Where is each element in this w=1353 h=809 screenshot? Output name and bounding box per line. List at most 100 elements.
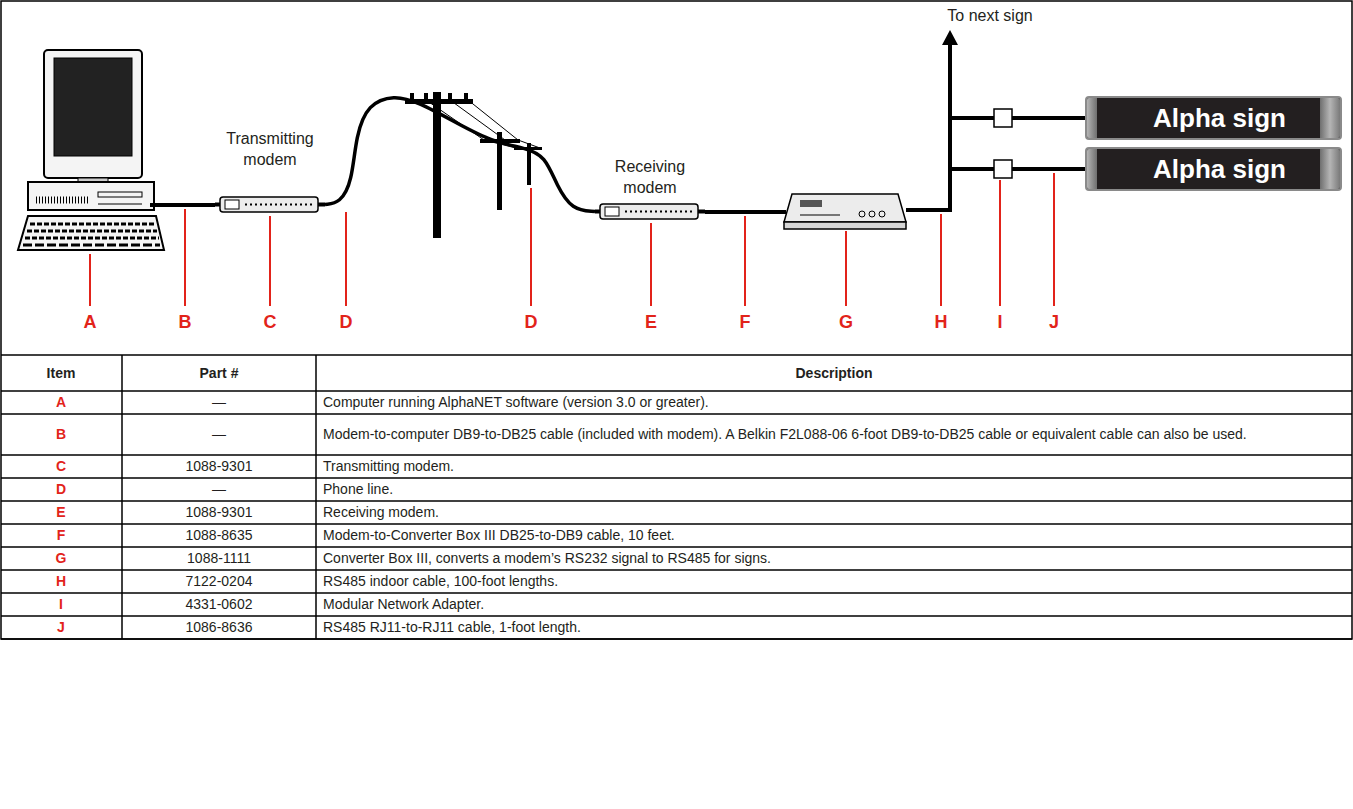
callout-letter: B — [179, 312, 192, 332]
part-number: 1088-9301 — [129, 503, 309, 522]
part-number: 7122-0204 — [129, 572, 309, 591]
modem-panel — [605, 207, 619, 216]
table-header: Part # — [129, 364, 309, 383]
leader-line — [345, 212, 347, 306]
leader-line — [940, 214, 942, 306]
device-label: Receiving modem — [595, 156, 705, 198]
arrow-head — [942, 30, 958, 45]
table-rule — [1, 454, 1352, 456]
network-adapter — [994, 160, 1012, 178]
leader-line — [744, 216, 746, 306]
table-item: D — [7, 480, 115, 499]
leader-line — [845, 231, 847, 306]
table-rule — [1, 390, 1352, 392]
table-description: Modem-to-computer DB9-to-DB25 cable (inc… — [323, 425, 1345, 444]
table-item: F — [7, 526, 115, 545]
leader-line — [269, 216, 271, 306]
table-description: Modular Network Adapter. — [323, 595, 1345, 614]
converter-front — [784, 222, 906, 229]
table-item: A — [7, 393, 115, 412]
sign-box: Alpha sign — [1085, 147, 1342, 191]
table-description: Computer running AlphaNET software (vers… — [323, 393, 1345, 412]
callout-letter: E — [645, 312, 657, 332]
table-rule — [121, 355, 123, 639]
sign-end-cap — [1320, 98, 1340, 138]
bus-wire — [948, 42, 952, 212]
monitor-screen — [54, 58, 132, 156]
phone-line — [325, 98, 595, 212]
outer-frame — [1, 1, 1352, 639]
modem-illustration — [215, 196, 325, 213]
table-rule — [1, 523, 1352, 525]
table-description: Converter Box III, converts a modem’s RS… — [323, 549, 1345, 568]
callout-letter: D — [525, 312, 538, 332]
sign-message: Alpha sign — [1153, 98, 1286, 138]
case-detail — [98, 204, 142, 205]
part-number: 1088-9301 — [129, 457, 309, 476]
leader-lines — [90, 173, 1054, 306]
leader-line — [1053, 173, 1055, 306]
modem-body — [600, 204, 698, 219]
converter-top — [784, 194, 906, 222]
leader-line — [89, 254, 91, 306]
leader-line — [184, 209, 186, 306]
table-description: Phone line. — [323, 480, 1345, 499]
converter-detail — [800, 215, 840, 216]
modem-lights — [625, 211, 692, 213]
converter-logo — [800, 200, 822, 207]
converter-led — [859, 211, 865, 217]
callout-letter: J — [1049, 312, 1059, 332]
table-description: Transmitting modem. — [323, 457, 1345, 476]
sign-cable — [1012, 116, 1086, 120]
sign-end-cap — [1320, 149, 1340, 189]
device-label: Transmitting modem — [215, 128, 325, 170]
table-description: Receiving modem. — [323, 503, 1345, 522]
converter-led — [879, 211, 885, 217]
modem-box: Transmitting modem — [215, 128, 325, 213]
modem-illustration — [595, 203, 705, 220]
leader-line — [530, 188, 532, 306]
part-number: — — [129, 425, 309, 444]
table-item: C — [7, 457, 115, 476]
drive-slot — [36, 197, 88, 204]
sign-box: Alpha sign — [1085, 96, 1342, 140]
leader-line — [999, 180, 1001, 306]
computer-illustration — [18, 50, 164, 250]
sign-end-cap — [1087, 98, 1097, 138]
modem-box: Receiving modem — [595, 156, 705, 220]
part-number: 4331-0602 — [129, 595, 309, 614]
table-rule — [1, 569, 1352, 571]
modem-lights — [245, 204, 312, 206]
table-item: I — [7, 595, 115, 614]
callout-letter: G — [839, 312, 853, 332]
table-item: E — [7, 503, 115, 522]
modem-panel — [225, 200, 239, 209]
insulator — [464, 93, 468, 100]
table-header: Description — [323, 364, 1345, 383]
callout-letter: F — [740, 312, 751, 332]
callout-letter: H — [935, 312, 948, 332]
part-number: 1086-8636 — [129, 618, 309, 637]
table-header: Item — [7, 364, 115, 383]
bus-wire — [950, 116, 994, 120]
callout-letter: D — [340, 312, 353, 332]
rs485-bus — [906, 30, 1086, 212]
table-rule — [1, 546, 1352, 548]
modem-body — [220, 197, 318, 212]
part-number: — — [129, 480, 309, 499]
part-number: 1088-1111 — [129, 549, 309, 568]
keyboard-keys — [25, 237, 159, 240]
table-rule — [315, 355, 317, 639]
table-rule — [1, 477, 1352, 479]
table-rule — [1, 615, 1352, 617]
callout-letter: I — [997, 312, 1002, 332]
telephone-poles — [405, 92, 542, 238]
table-rule — [1, 592, 1352, 594]
table-rule — [1, 413, 1352, 415]
part-number: 1088-8635 — [129, 526, 309, 545]
converter-led — [869, 211, 875, 217]
keyboard-keys — [30, 223, 154, 226]
sign-end-cap — [1087, 149, 1097, 189]
table-grid — [1, 1, 1352, 639]
table-item: H — [7, 572, 115, 591]
